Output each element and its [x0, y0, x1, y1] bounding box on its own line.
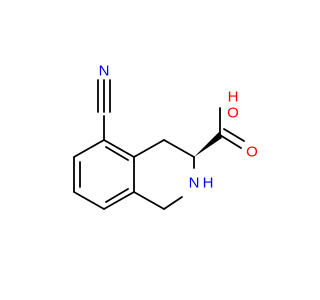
bond-n2-c1 [163, 196, 183, 210]
nitrile-nitrogen-label: N [99, 63, 110, 80]
carboxylic-acid-group [194, 107, 245, 157]
bond-c8-c8a [103, 191, 135, 210]
piperidine-ring [133, 139, 195, 210]
bond-c4a-c5 [103, 139, 135, 158]
molecule-structure-diagram: N H O O N H [73, 63, 258, 210]
double-bond-c8-c8a [105, 188, 129, 203]
double-bond-carboxyl-o [223, 128, 245, 142]
amine-nitrogen-label: N [189, 175, 200, 192]
hydroxyl-oxygen-label: O [227, 105, 239, 122]
bond-carboxyl-o [219, 134, 242, 149]
bond-c4-c3 [163, 139, 195, 158]
bond-c5-c6 [73, 139, 105, 158]
benzene-ring [73, 139, 135, 210]
bond-c4a-c4 [133, 139, 165, 158]
stereo-wedge-bond [194, 132, 222, 157]
nitrile-group [97, 79, 111, 141]
bond-c7-c8 [73, 191, 105, 210]
carbonyl-oxygen-label: O [246, 144, 258, 161]
double-bond-c4a-c5 [105, 146, 129, 161]
hydroxyl-hydrogen-label: H [228, 89, 239, 106]
bond-c1-c8a [133, 191, 165, 210]
amine-hydrogen-label: H [203, 175, 214, 192]
